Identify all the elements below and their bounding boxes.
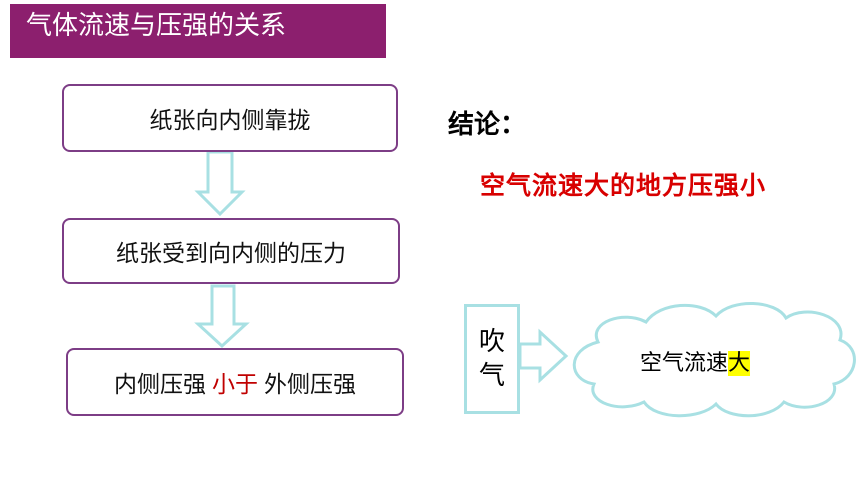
page-title: 气体流速与压强的关系 [10, 4, 386, 58]
flow-step-3: 内侧压强 小于 外侧压强 [66, 348, 404, 416]
down-arrow-2 [194, 284, 250, 349]
blow-box: 吹 气 [464, 304, 520, 414]
down-arrow-1 [194, 150, 246, 217]
blow-char-1: 吹 [478, 327, 505, 357]
flow-step-1: 纸张向内侧靠拢 [62, 84, 398, 152]
cloud-text-highlight: 大 [728, 351, 751, 376]
flow-step-2: 纸张受到向内侧的压力 [62, 218, 400, 284]
flow-step-3-highlight: 小于 [212, 372, 258, 398]
conclusion-text: 空气流速大的地方压强小 [480, 171, 767, 200]
cloud-text-main: 空气流速 [640, 351, 729, 376]
flow-step-3-part2: 外侧压强 [264, 372, 356, 398]
cloud-shape [572, 302, 856, 418]
flow-step-3-part1: 内侧压强 [114, 372, 206, 398]
flow-step-1-text: 纸张向内侧靠拢 [149, 108, 311, 134]
conclusion-label: 结论： [448, 110, 527, 140]
blow-char-2: 气 [478, 361, 505, 391]
right-arrow [518, 328, 569, 384]
cloud-text: 空气流速大 [640, 345, 751, 377]
flow-step-2-text: 纸张受到向内侧的压力 [116, 241, 346, 267]
